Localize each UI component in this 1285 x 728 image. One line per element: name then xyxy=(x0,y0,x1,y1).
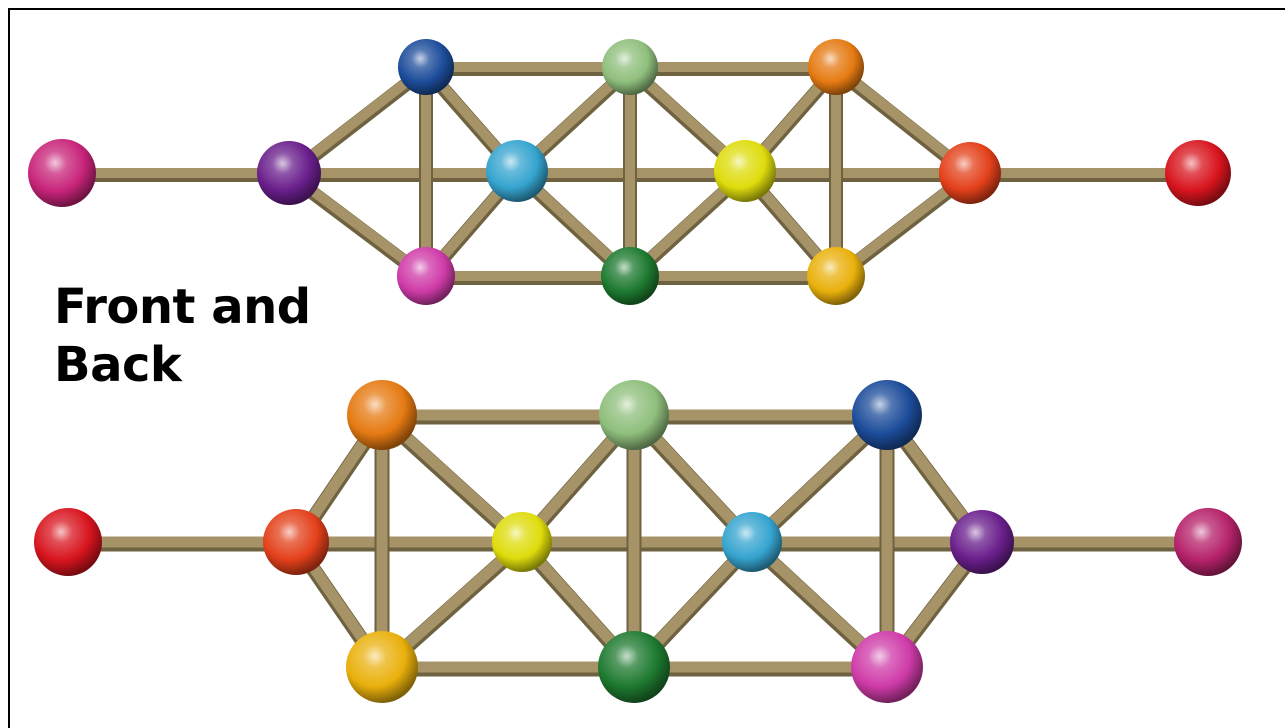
front-ball-pink xyxy=(397,247,455,305)
front-model xyxy=(28,39,1231,305)
back-ball-light-green xyxy=(599,380,669,450)
front-ball-dark-blue xyxy=(398,39,454,95)
back-ball-sky-blue xyxy=(722,512,782,572)
front-ball-light-green xyxy=(602,39,658,95)
front-ball-red xyxy=(1165,140,1231,206)
back-ball-purple xyxy=(950,510,1014,574)
back-ball-dark-blue xyxy=(852,380,922,450)
figure-border xyxy=(8,8,1285,728)
back-ball-orange xyxy=(347,380,417,450)
front-ball-yellow xyxy=(714,140,776,202)
back-ball-red xyxy=(34,508,102,576)
caption-line-1: Front and xyxy=(54,279,311,335)
back-ball-pink xyxy=(851,631,923,703)
back-ball-red-orange xyxy=(263,509,329,575)
front-ball-red-orange xyxy=(939,142,1001,204)
front-ball-purple xyxy=(257,141,321,205)
front-ball-gold xyxy=(807,247,865,305)
back-ball-maroon-pink xyxy=(1174,508,1242,576)
back-model xyxy=(34,380,1242,703)
caption-line-2: Back xyxy=(54,337,182,393)
front-ball-magenta xyxy=(28,139,96,207)
caption: Front and Back xyxy=(54,278,311,394)
back-ball-gold xyxy=(346,631,418,703)
back-ball-dark-green xyxy=(598,631,670,703)
front-ball-orange xyxy=(808,39,864,95)
front-ball-sky-blue xyxy=(486,140,548,202)
front-ball-dark-green xyxy=(601,247,659,305)
back-ball-yellow xyxy=(492,512,552,572)
